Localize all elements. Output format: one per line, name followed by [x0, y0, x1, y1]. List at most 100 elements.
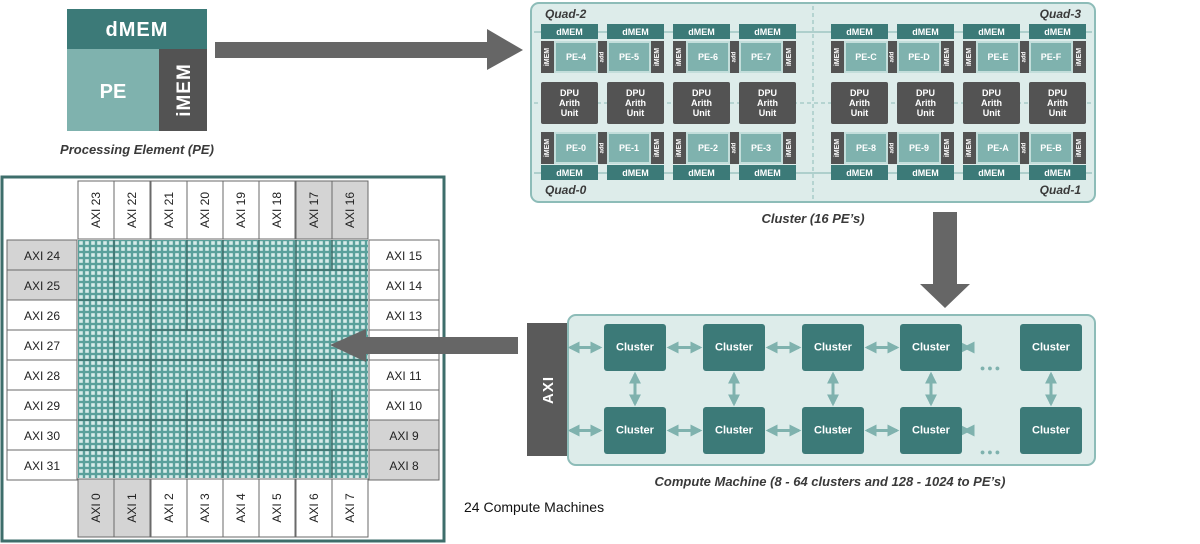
axi-box: [186, 478, 224, 538]
imem-label: iMEM: [676, 48, 683, 66]
dpu-label: DPU: [692, 88, 711, 98]
axi-label: AXI 29: [24, 399, 60, 413]
dpu-box: [607, 82, 664, 124]
dmem-label: dMEM: [688, 168, 715, 178]
cluster-label: Cluster: [912, 425, 951, 437]
add-label: add: [732, 142, 738, 153]
dpu-label: DPU: [626, 88, 645, 98]
axi-port-top: AXI 19: [222, 180, 260, 240]
axi-label: AXI 26: [24, 309, 60, 323]
axi-box: [295, 180, 333, 240]
dmem-box: [607, 24, 664, 39]
add-label: add: [732, 51, 738, 62]
axi-label: AXI 28: [24, 369, 60, 383]
axi-box: [331, 478, 369, 538]
dpu-box: [673, 82, 730, 124]
axi-port-top: AXI 21: [150, 180, 188, 240]
axi-port-right: AXI 13: [368, 299, 440, 331]
dpu-label: DPU: [560, 88, 579, 98]
axi-box: [77, 478, 115, 538]
axi-port-bottom: AXI 3: [186, 478, 224, 538]
axi-box: [295, 478, 333, 538]
dmem-label: dMEM: [754, 27, 781, 37]
axi-port-right: AXI 10: [368, 389, 440, 421]
compute-machine-caption: Compute Machine (8 - 64 clusters and 128…: [655, 474, 1006, 489]
axi-port-top: AXI 16: [331, 180, 369, 240]
pe-core-box: [67, 49, 159, 131]
add-label: add: [600, 142, 606, 153]
pe-label: PE-3: [751, 143, 771, 153]
add-box: [598, 41, 607, 73]
imem-box: [651, 41, 664, 73]
axi-box: [6, 269, 78, 301]
axi-label: AXI 23: [89, 192, 103, 228]
imem-label: iMEM: [676, 139, 683, 157]
pe-label: PE-1: [619, 143, 639, 153]
imem-box: [1073, 132, 1086, 164]
imem-box: [673, 41, 686, 73]
dpu-label: Unit: [627, 108, 645, 118]
imem-box: [963, 132, 976, 164]
axi-port-left: AXI 27: [6, 329, 78, 361]
axi-box: [258, 180, 296, 240]
axi-label: AXI 15: [386, 249, 422, 263]
pe-label: PE-C: [855, 52, 877, 62]
pe-imem-label: iMEM: [174, 63, 195, 117]
imem-label: iMEM: [944, 139, 951, 157]
pe-core: [899, 43, 939, 71]
axi-label: AXI 30: [24, 429, 60, 443]
add-box: [598, 132, 607, 164]
dmem-label: dMEM: [556, 27, 583, 37]
axi-label: AXI 21: [162, 192, 176, 228]
dmem-label: dMEM: [846, 168, 873, 178]
axi-label: AXI 6: [307, 493, 321, 523]
dpu-label: Arith: [757, 98, 778, 108]
pe-core: [741, 43, 781, 71]
imem-box: [783, 132, 796, 164]
pe-label: PE-2: [698, 143, 718, 153]
axi-port-right: AXI 15: [368, 239, 440, 271]
axi-label: AXI 9: [389, 429, 419, 443]
dmem-label: dMEM: [912, 27, 939, 37]
dpu-label: Arith: [915, 98, 936, 108]
add-label: add: [600, 51, 606, 62]
dmem-box: [673, 24, 730, 39]
imem-label: iMEM: [966, 48, 973, 66]
pe-core: [1031, 134, 1071, 162]
axi-box: [113, 180, 151, 240]
axi-port-right: AXI 8: [368, 449, 440, 481]
dpu-box: [1029, 82, 1086, 124]
dpu-box: [739, 82, 796, 124]
dmem-box: [831, 24, 888, 39]
axi-port-left: AXI 29: [6, 389, 78, 421]
dmem-label: dMEM: [846, 27, 873, 37]
dpu-box: [897, 82, 954, 124]
pe-core: [846, 43, 886, 71]
cluster-label: Cluster: [715, 342, 754, 354]
dmem-label: dMEM: [556, 168, 583, 178]
axi-label: AXI 4: [234, 493, 248, 523]
dmem-label: dMEM: [622, 27, 649, 37]
axi-port-bottom: AXI 4: [222, 478, 260, 538]
cluster-box: [900, 324, 962, 371]
axi-label: AXI 24: [24, 249, 60, 263]
axi-port-left: AXI 25: [6, 269, 78, 301]
axi-port-bottom: AXI 6: [295, 478, 333, 538]
pe-core: [688, 43, 728, 71]
imem-label: iMEM: [786, 139, 793, 157]
dmem-box: [1029, 165, 1086, 180]
axi-port-right: AXI 11: [368, 359, 440, 391]
dpu-label: DPU: [1048, 88, 1067, 98]
quad-1-label: Quad-1: [1040, 183, 1082, 197]
cluster-node: Cluster: [604, 407, 666, 454]
axi-label: AXI 5: [270, 493, 284, 523]
dpu-box: [541, 82, 598, 124]
imem-label: iMEM: [834, 139, 841, 157]
add-label: add: [1022, 142, 1028, 153]
